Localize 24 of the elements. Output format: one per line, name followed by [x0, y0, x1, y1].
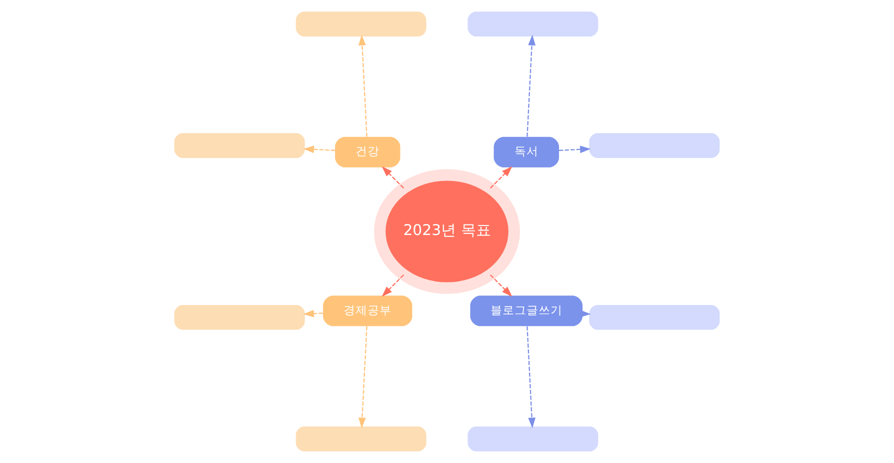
node-box: 건강: [335, 136, 400, 168]
node-box: [589, 133, 720, 158]
arrow: [358, 34, 368, 137]
node-box: 독서: [494, 136, 560, 168]
arrow: [490, 274, 512, 297]
node-box: [589, 305, 720, 330]
arrow: [559, 146, 591, 154]
node-box: [296, 426, 426, 452]
node-ellipse: 2023년 목표: [374, 169, 520, 294]
node-box: [174, 305, 305, 330]
arrow: [303, 310, 323, 318]
arrow: [526, 326, 536, 428]
arrow: [490, 166, 512, 188]
arrow: [526, 34, 536, 137]
arrow: [382, 166, 404, 188]
node-box: [174, 133, 305, 158]
node-box: 경제공부: [323, 296, 412, 326]
arrow: [358, 326, 368, 428]
arrow: [382, 274, 404, 297]
node-box: [468, 12, 598, 36]
arrow: [303, 146, 335, 154]
node-box: [296, 12, 426, 36]
node-box: [468, 426, 598, 452]
arrow: [580, 310, 591, 318]
